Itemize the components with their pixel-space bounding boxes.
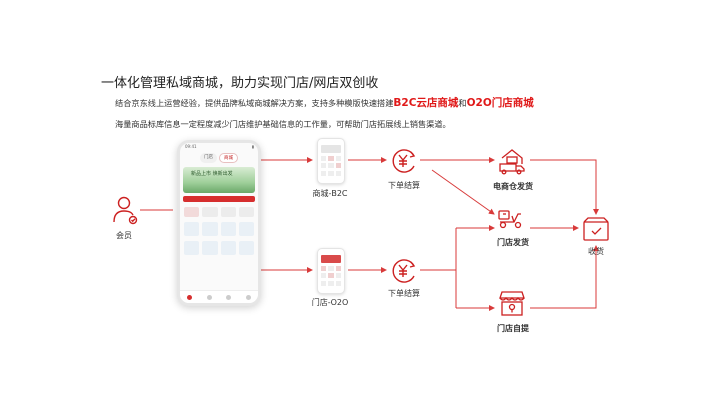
battery-icon: ▮ — [251, 144, 254, 149]
phone-promo-bar — [183, 196, 255, 202]
product-card[interactable] — [220, 222, 236, 236]
description-text: 结合京东线上运营经验，提供品牌私域商城解决方案，支持多种模版快速搭建 — [115, 98, 394, 108]
line-pickup-receive — [530, 245, 599, 309]
package-check-icon — [583, 217, 609, 241]
label-store-shipping: 门店发货 — [497, 238, 529, 247]
description-line-1: 结合京东线上运营经验，提供品牌私域商城解决方案，支持多种模版快速搭建B2C云店商… — [115, 95, 534, 110]
product-card[interactable] — [238, 241, 254, 255]
category-item[interactable] — [184, 207, 200, 217]
description-connector: 和 — [458, 98, 467, 108]
phone-product-row — [184, 222, 254, 236]
category-item[interactable] — [202, 207, 218, 217]
highlight-o2o: O2O门店商城 — [466, 97, 534, 109]
product-card[interactable] — [220, 241, 236, 255]
label-store-o2o: 门店-O2O — [311, 298, 349, 307]
truck-warehouse-icon — [499, 149, 525, 175]
category-item[interactable] — [220, 207, 236, 217]
phone-tabs: 门店 商城 — [180, 153, 258, 163]
phone-time: 09:41 — [185, 144, 197, 149]
label-mall-b2c: 商城-B2C — [312, 189, 348, 198]
phone-status-bar: 09:41 ▮ — [180, 143, 258, 152]
label-receive: 收货 — [588, 247, 604, 256]
profile-icon[interactable] — [245, 294, 251, 300]
phone-banner: 新品上市 焕新出发 — [183, 167, 255, 193]
category-icon[interactable] — [206, 294, 212, 300]
yen-cycle-icon — [392, 149, 416, 173]
description-line-2: 海量商品标库信息一定程度减少门店维护基础信息的工作量，可帮助门店拓展线上销售渠道… — [115, 119, 451, 129]
yen-cycle-icon — [392, 259, 416, 283]
phone-category-grid — [184, 207, 254, 217]
mall-b2c-phone — [317, 138, 345, 184]
label-store-pickup: 门店自提 — [497, 324, 529, 333]
label-member: 会员 — [116, 231, 132, 240]
phone-mockup: 09:41 ▮ 门店 商城 新品上市 焕新出发 — [177, 140, 261, 306]
label-ecom-warehouse: 电商仓发货 — [493, 182, 533, 191]
product-card[interactable] — [202, 222, 218, 236]
store-o2o-phone — [317, 248, 345, 294]
product-card[interactable] — [238, 222, 254, 236]
tab-store[interactable]: 门店 — [200, 153, 217, 163]
cart-icon[interactable] — [226, 294, 232, 300]
home-icon[interactable] — [187, 294, 193, 300]
phone-bottom-nav — [180, 290, 258, 303]
product-card[interactable] — [184, 222, 200, 236]
storefront-icon — [499, 291, 525, 316]
banner-text: 新品上市 焕新出发 — [191, 171, 233, 177]
label-checkout-top: 下单结算 — [388, 181, 420, 190]
product-card[interactable] — [184, 241, 200, 255]
label-checkout-bottom: 下单结算 — [388, 289, 420, 298]
category-item[interactable] — [238, 207, 254, 217]
highlight-b2c: B2C云店商城 — [393, 97, 459, 109]
tab-mall[interactable]: 商城 — [219, 153, 238, 163]
page-title: 一体化管理私域商城，助力实现门店/网店双创收 — [101, 76, 379, 91]
line-warehouse-receive — [530, 159, 599, 215]
product-card[interactable] — [202, 241, 218, 255]
scooter-delivery-icon — [498, 210, 522, 229]
user-check-icon — [113, 196, 138, 225]
phone-product-row — [184, 241, 254, 255]
line-checkout-store-shipping — [431, 169, 495, 215]
